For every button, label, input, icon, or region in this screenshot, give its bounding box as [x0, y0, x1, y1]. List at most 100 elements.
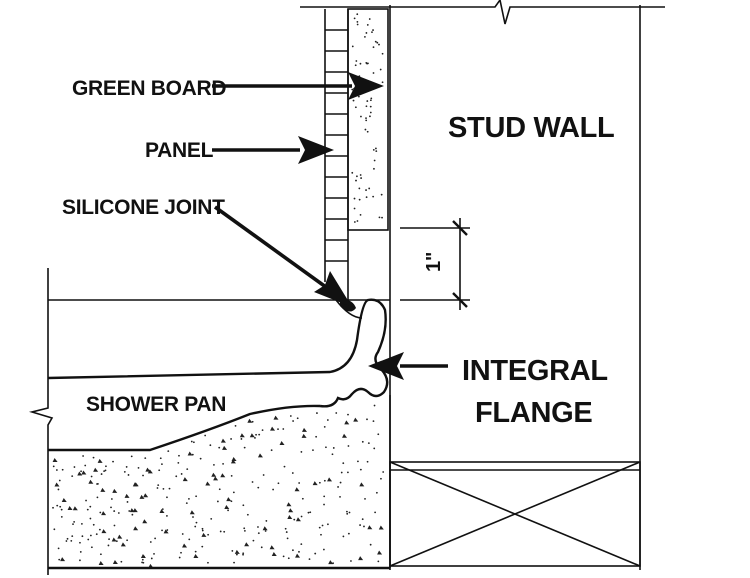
mortar-speck: [60, 508, 63, 511]
mortar-speck: [357, 460, 359, 463]
mortar-speck: [100, 473, 103, 475]
mortar-speck: [320, 533, 322, 536]
mortar-aggregate: [239, 433, 245, 438]
panel-layer: [324, 9, 349, 300]
mortar-speck: [159, 457, 162, 460]
mortar-speck: [60, 515, 63, 518]
green-board-speck: [356, 20, 359, 23]
mortar-speck: [195, 495, 198, 498]
mortar-speck: [166, 515, 168, 517]
green-board-speck: [372, 46, 375, 49]
mortar-speck: [325, 446, 327, 449]
mortar-aggregate: [288, 508, 294, 513]
mortar-speck: [347, 471, 349, 474]
mortar-speck: [65, 540, 68, 542]
mortar-speck: [246, 513, 249, 516]
green-board-layer: [347, 8, 389, 231]
mortar-speck: [231, 550, 234, 552]
mortar-speck: [158, 469, 161, 472]
mortar-speck: [186, 468, 189, 471]
mortar-speck: [58, 558, 61, 561]
mortar-aggregate: [279, 440, 285, 445]
mortar-aggregate: [257, 453, 263, 458]
mortar-aggregate: [182, 477, 188, 482]
mortar-speck: [117, 512, 120, 514]
mortar-speck: [350, 560, 352, 562]
mortar-speck: [346, 510, 348, 513]
mortar-speck: [95, 533, 98, 536]
mortar-aggregate: [101, 511, 107, 516]
mortar-speck: [195, 521, 198, 524]
green-board-label: GREEN BOARD: [72, 77, 226, 100]
mortar-speck: [293, 518, 296, 521]
mortar-speck: [285, 531, 288, 533]
mortar-speck: [243, 446, 246, 449]
mortar-speck: [157, 484, 160, 486]
mortar-speck: [282, 555, 285, 558]
mortar-speck: [167, 450, 170, 453]
mortar-speck: [105, 465, 107, 468]
green-board-speck: [375, 150, 378, 152]
green-board-speck: [359, 213, 362, 216]
mortar-speck: [307, 511, 310, 514]
mortar-speck: [125, 466, 128, 468]
mortar-aggregate: [220, 438, 226, 443]
green-board-speck: [373, 167, 375, 170]
mortar-speck: [92, 523, 95, 526]
mortar-speck: [180, 551, 182, 554]
green-board-speck: [368, 18, 371, 20]
mortar-speck: [178, 556, 181, 559]
dimension-label: 1": [423, 252, 445, 272]
mortar-speck: [218, 488, 221, 491]
mortar-aggregate: [353, 417, 359, 422]
mortar-aggregate: [344, 420, 350, 425]
green-board-speck: [368, 187, 371, 190]
mortar-speck: [373, 404, 376, 407]
mortar-speck: [107, 544, 110, 547]
mortar-speck: [286, 537, 289, 540]
mortar-speck: [175, 475, 178, 478]
panel-callout: PANEL: [145, 136, 334, 164]
mortar-speck: [292, 420, 294, 422]
mortar-speck: [188, 497, 190, 500]
mortar-speck: [126, 539, 129, 542]
mortar-speck: [201, 527, 204, 530]
green-board-speck: [364, 128, 367, 131]
mortar-speck: [257, 526, 259, 528]
mortar-speck: [123, 470, 126, 473]
mortar-speck: [340, 471, 343, 474]
green-board-speck: [364, 36, 366, 38]
mortar-speck: [72, 523, 74, 525]
mortar-aggregate: [358, 556, 364, 561]
mortar-speck: [372, 420, 375, 423]
mortar-speck: [308, 558, 311, 561]
mortar-speck: [194, 525, 197, 528]
mortar-speck: [318, 526, 321, 529]
mortar-speck: [323, 548, 325, 551]
mortar-speck: [348, 511, 351, 514]
mortar-aggregate: [133, 526, 139, 531]
mortar-speck: [327, 523, 329, 526]
mortar-aggregate: [187, 451, 193, 456]
mortar-speck: [149, 541, 152, 543]
mortar-speck: [192, 441, 195, 444]
mortar-speck: [243, 529, 246, 532]
green-board-speck: [357, 95, 360, 98]
mortar-aggregate: [145, 467, 151, 472]
mortar-speck: [127, 474, 130, 476]
mortar-speck: [210, 517, 213, 520]
mortar-speck: [361, 518, 364, 521]
mortar-speck: [113, 524, 116, 527]
shower-pan-callout: SHOWER PAN: [86, 393, 226, 416]
mortar-aggregate: [133, 482, 139, 487]
mortar-aggregate: [61, 498, 67, 503]
mortar-aggregate: [111, 537, 117, 542]
mortar-speck: [108, 538, 110, 541]
mortar-speck: [192, 516, 194, 518]
mortar-aggregate: [286, 502, 292, 507]
mortar-speck: [190, 440, 193, 443]
mortar-speck: [144, 457, 147, 460]
green-board-speck: [351, 171, 354, 174]
mortar-aggregate: [132, 508, 138, 513]
mortar-speck: [342, 462, 345, 465]
